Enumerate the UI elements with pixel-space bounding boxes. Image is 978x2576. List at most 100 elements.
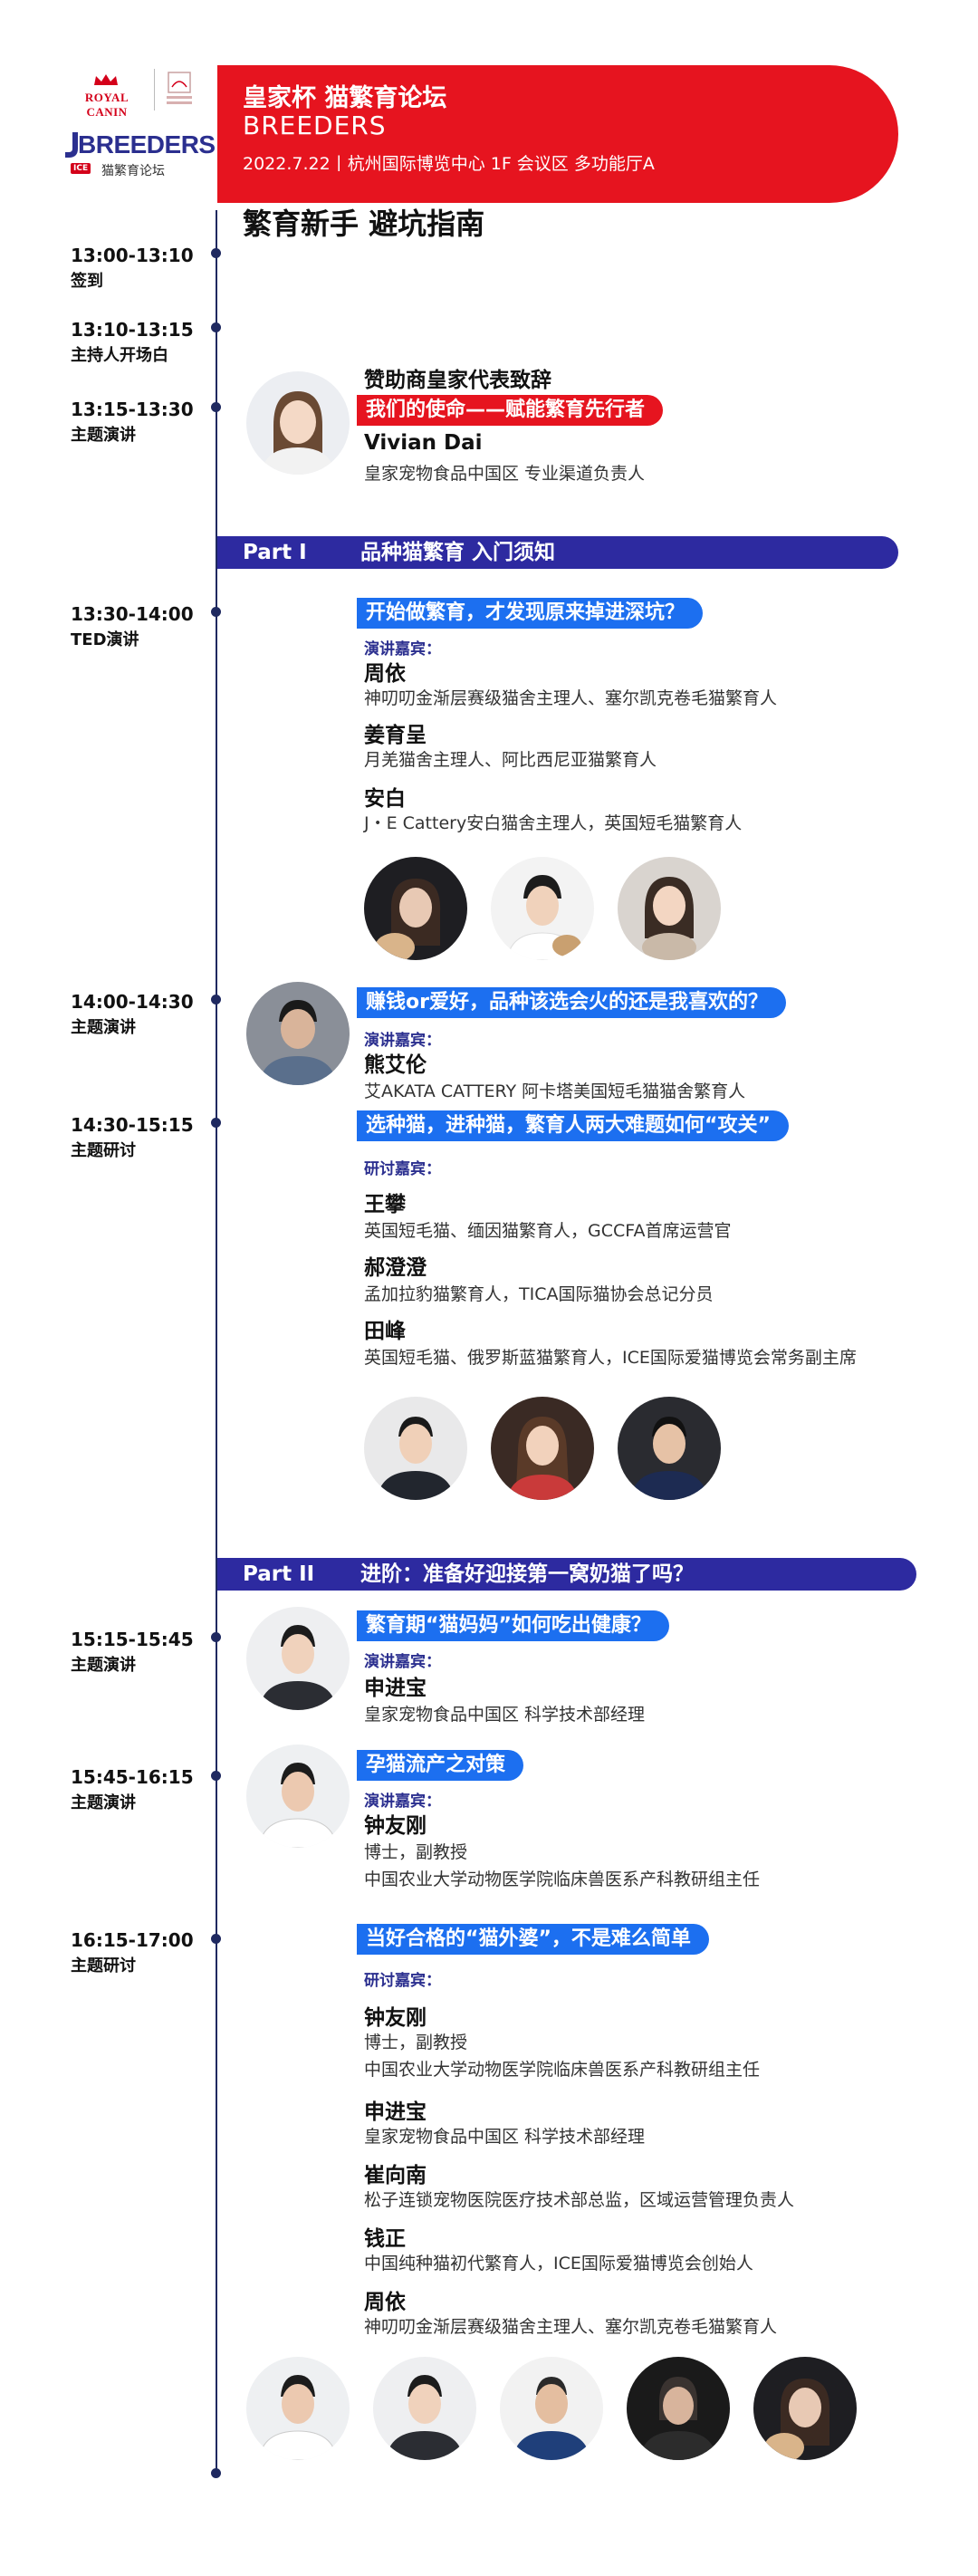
slot-label: 签到 <box>71 272 103 291</box>
event-mini-logo <box>163 69 196 111</box>
timeline-dot <box>211 1632 221 1642</box>
speaker-desc: 中国纯种猫初代繁育人，ICE国际爱猫博览会创始人 <box>364 2254 753 2273</box>
speaker-name: 田峰 <box>364 1320 406 1343</box>
session-topic: 开始做繁育，才发现原来掉进深坑？ <box>357 598 704 629</box>
speaker-avatar <box>364 857 467 960</box>
speaker-name: 王攀 <box>364 1193 406 1216</box>
timeline-dot <box>211 995 221 1004</box>
speaker-desc: 中国农业大学动物医学院临床兽医系产科教研组主任 <box>364 2060 761 2080</box>
speaker-name: 钱正 <box>364 2227 406 2251</box>
speaker-role: 研讨嘉宾： <box>364 1160 441 1178</box>
speaker-desc: 松子连锁宠物医院医疗技术部总监，区域运营管理负责人 <box>364 2190 795 2210</box>
speaker-name: 周依 <box>364 662 406 686</box>
speaker-avatar <box>491 1397 594 1500</box>
timeline-dot <box>211 607 221 617</box>
slot-label: 主题演讲 <box>71 1656 136 1675</box>
speaker-name: 申进宝 <box>364 1677 427 1700</box>
speaker-avatar <box>246 2357 350 2460</box>
breeders-text: BREEDERS <box>78 130 216 159</box>
speaker-desc: 英国短毛猫、缅因猫繁育人，GCCFA首席运营官 <box>364 1221 732 1241</box>
page-subtitle: 繁育新手 避坑指南 <box>243 207 485 241</box>
timeline-line <box>216 210 217 2473</box>
speaker-desc: 艾AKATA CATTERY 阿卡塔美国短毛猫猫舍繁育人 <box>364 1081 746 1101</box>
breeders-logo: BREEDERS ICE 猫繁育论坛 <box>65 127 216 181</box>
speaker-avatar <box>618 857 721 960</box>
speaker-desc: 中国农业大学动物医学院临床兽医系产科教研组主任 <box>364 1870 761 1889</box>
schedule-slot: 13:00-13:10 签到 <box>71 245 194 292</box>
speaker-desc: 孟加拉豹猫繁育人，TICA国际猫协会总记分员 <box>364 1284 714 1304</box>
slot-label: 主题演讲 <box>71 1018 136 1037</box>
royal-canin-text: ROYAL CANIN <box>84 91 129 119</box>
breeders-badge: ICE <box>71 163 91 174</box>
slot-label: 主题演讲 <box>71 1793 136 1812</box>
slot-label: TED演讲 <box>71 630 139 649</box>
schedule-slot: 13:30-14:00 TED演讲 <box>71 603 194 650</box>
session-topic: 选种猫，进种猫，繁育人两大难题如何“攻关” <box>357 1110 789 1141</box>
session-heading: 赞助商皇家代表致辞 <box>364 369 551 392</box>
speaker-role: 演讲嘉宾： <box>364 1793 441 1811</box>
speaker-desc: 英国短毛猫、俄罗斯蓝猫繁育人，ICE国际爱猫博览会常务副主席 <box>364 1348 857 1368</box>
timeline-dot <box>211 248 221 258</box>
speaker-name: 钟友刚 <box>364 2006 427 2030</box>
slot-time: 15:45-16:15 <box>71 1766 194 1788</box>
slot-time: 13:10-13:15 <box>71 319 194 341</box>
speaker-avatar <box>246 1745 350 1848</box>
slot-time: 14:30-15:15 <box>71 1114 194 1136</box>
breeders-subtitle: 猫繁育论坛 <box>101 164 165 178</box>
crown-icon <box>94 74 118 85</box>
speaker-avatar <box>753 2357 857 2460</box>
speaker-avatar <box>491 857 594 960</box>
speaker-desc: 神叨叨金渐层赛级猫舍主理人、塞尔凯克卷毛猫繁育人 <box>364 2317 778 2337</box>
timeline-dot <box>211 1771 221 1781</box>
slot-label: 主题研讨 <box>71 1956 136 1975</box>
breeders-mark-icon <box>65 132 78 158</box>
session-topic: 孕猫流产之对策 <box>357 1750 524 1781</box>
timeline-dot <box>211 322 221 332</box>
event-title-en: BREEDERS <box>243 111 387 140</box>
speaker-name: Vivian Dai <box>364 431 483 455</box>
speaker-name: 申进宝 <box>364 2100 427 2124</box>
speaker-desc: 神叨叨金渐层赛级猫舍主理人、塞尔凯克卷毛猫繁育人 <box>364 688 778 708</box>
schedule-slot: 16:15-17:00 主题研讨 <box>71 1929 194 1976</box>
slot-time: 15:15-15:45 <box>71 1629 194 1650</box>
timeline-dot <box>211 1118 221 1128</box>
event-info: 2022.7.22丨杭州国际博览中心 1F 会议区 多功能厅A <box>243 154 655 174</box>
timeline-dot <box>211 402 221 412</box>
slot-time: 13:30-14:00 <box>71 603 194 625</box>
logo-divider <box>154 69 155 111</box>
part-header: Part II 进阶：准备好迎接第一窝奶猫了吗？ <box>217 1558 916 1591</box>
speaker-avatar <box>373 2357 476 2460</box>
schedule-slot: 14:00-14:30 主题演讲 <box>71 991 194 1038</box>
part-number: Part II <box>243 1562 315 1586</box>
speaker-name: 姜育呈 <box>364 724 427 747</box>
slot-time: 14:00-14:30 <box>71 991 194 1013</box>
speaker-name: 钟友刚 <box>364 1814 427 1838</box>
speaker-desc: 皇家宠物食品中国区 科学技术部经理 <box>364 2127 646 2147</box>
header-banner: 皇家杯 猫繁育论坛 BREEDERS 2022.7.22丨杭州国际博览中心 1F… <box>217 65 898 203</box>
speaker-desc: 皇家宠物食品中国区 科学技术部经理 <box>364 1705 646 1725</box>
part-title: 品种猫繁育 入门须知 <box>360 541 556 564</box>
schedule-slot: 15:45-16:15 主题演讲 <box>71 1766 194 1813</box>
slot-time: 13:00-13:10 <box>71 245 194 266</box>
speaker-desc: 博士，副教授 <box>364 1842 468 1862</box>
speaker-avatar <box>246 982 350 1085</box>
schedule-slot: 14:30-15:15 主题研讨 <box>71 1114 194 1161</box>
speaker-name: 安白 <box>364 787 406 811</box>
session-topic: 赚钱or爱好，品种该选会火的还是我喜欢的？ <box>357 987 786 1018</box>
speaker-name: 周依 <box>364 2291 406 2314</box>
slot-label: 主题研讨 <box>71 1141 136 1160</box>
speaker-avatar <box>500 2357 603 2460</box>
speaker-desc: 博士，副教授 <box>364 2033 468 2052</box>
speaker-avatar <box>246 371 350 475</box>
session-topic: 我们的使命——赋能繁育先行者 <box>357 395 664 426</box>
schedule-slot: 13:10-13:15 主持人开场白 <box>71 319 194 366</box>
speaker-role: 研讨嘉宾： <box>364 1972 441 1990</box>
slot-time: 13:15-13:30 <box>71 399 194 420</box>
royal-canin-logo: ROYAL CANIN <box>65 72 149 119</box>
timeline-dot <box>211 1934 221 1944</box>
part-header: Part I 品种猫繁育 入门须知 <box>217 536 898 569</box>
event-title: 皇家杯 猫繁育论坛 <box>243 84 447 112</box>
speaker-desc: 月羌猫舍主理人、阿比西尼亚猫繁育人 <box>364 750 657 770</box>
session-topic: 繁育期“猫妈妈”如何吃出健康？ <box>357 1610 669 1641</box>
speaker-avatar <box>364 1397 467 1500</box>
